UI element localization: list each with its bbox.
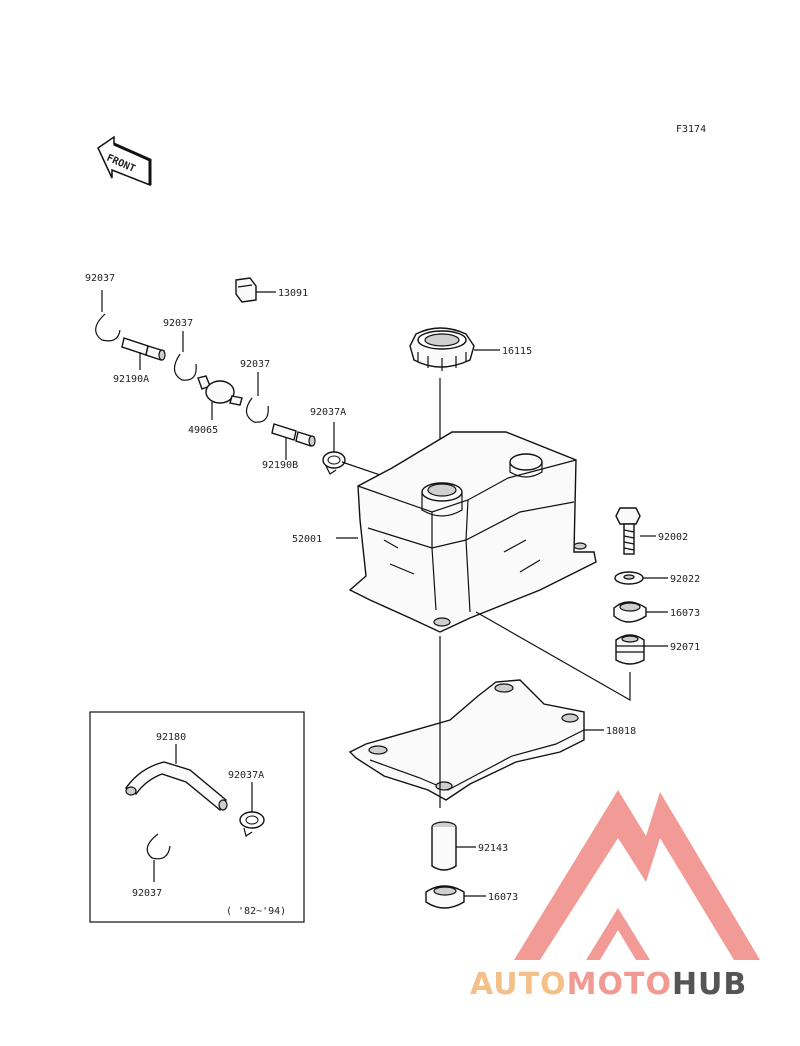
label-92190b: 92190B: [262, 460, 298, 471]
fuel-cap-16115: [409, 327, 500, 371]
mount-plate-18018: [348, 679, 604, 801]
watermark-moto: MOTO: [567, 967, 672, 1002]
label-49065: 49065: [188, 425, 218, 436]
label-52001: 52001: [292, 534, 322, 545]
clip-92037-d: [146, 833, 171, 882]
collar-92143: [431, 821, 476, 871]
label-92037a-a: 92037A: [310, 407, 346, 418]
label-92037a-b: 92037A: [228, 770, 264, 781]
bolt-92002: [615, 507, 656, 555]
label-92143: 92143: [478, 843, 508, 854]
label-92037-c: 92037: [240, 359, 270, 370]
filter-49065: [197, 375, 243, 420]
label-92037-a: 92037: [85, 273, 115, 284]
watermark-text: AUTOMOTOHUB: [470, 967, 747, 1002]
hose-92180: [124, 744, 228, 812]
label-18018: 18018: [606, 726, 636, 737]
watermark-auto: AUTO: [470, 967, 567, 1002]
label-92002: 92002: [658, 532, 688, 543]
label-92180: 92180: [156, 732, 186, 743]
damper-92071: [615, 634, 668, 665]
hose-92190b: [271, 423, 316, 460]
clamp-92037a-b: [239, 782, 265, 837]
clip-92037-b: [173, 331, 197, 381]
figure-code: F3174: [676, 124, 706, 135]
clamp-92037a-a: [322, 422, 346, 475]
watermark-logo: [514, 790, 760, 960]
label-92037-d: 92037: [132, 888, 162, 899]
label-92022: 92022: [670, 574, 700, 585]
washer-92022: [614, 571, 668, 585]
inset-box: 92180 92037A 92037 ( '82~'94): [89, 711, 305, 923]
label-16115: 16115: [502, 346, 532, 357]
label-92071: 92071: [670, 642, 700, 653]
label-92190a: 92190A: [113, 374, 149, 385]
fuel-tank-52001: [336, 431, 597, 633]
grommet-16073-a: [613, 601, 668, 623]
fitting-13091: [235, 277, 276, 303]
clip-92037-c: [245, 372, 269, 423]
label-13091: 13091: [278, 288, 308, 299]
leader-tank-to-damper: [475, 611, 631, 702]
inset-note: ( '82~'94): [226, 906, 286, 917]
watermark-hub: HUB: [672, 967, 747, 1002]
clip-92037-a: [95, 290, 121, 342]
front-arrow: FRONT: [97, 135, 152, 187]
grommet-16073-b: [425, 885, 486, 909]
label-16073-b: 16073: [488, 892, 518, 903]
label-92037-b: 92037: [163, 318, 193, 329]
hose-92190a: [121, 337, 166, 370]
label-16073-a: 16073: [670, 608, 700, 619]
